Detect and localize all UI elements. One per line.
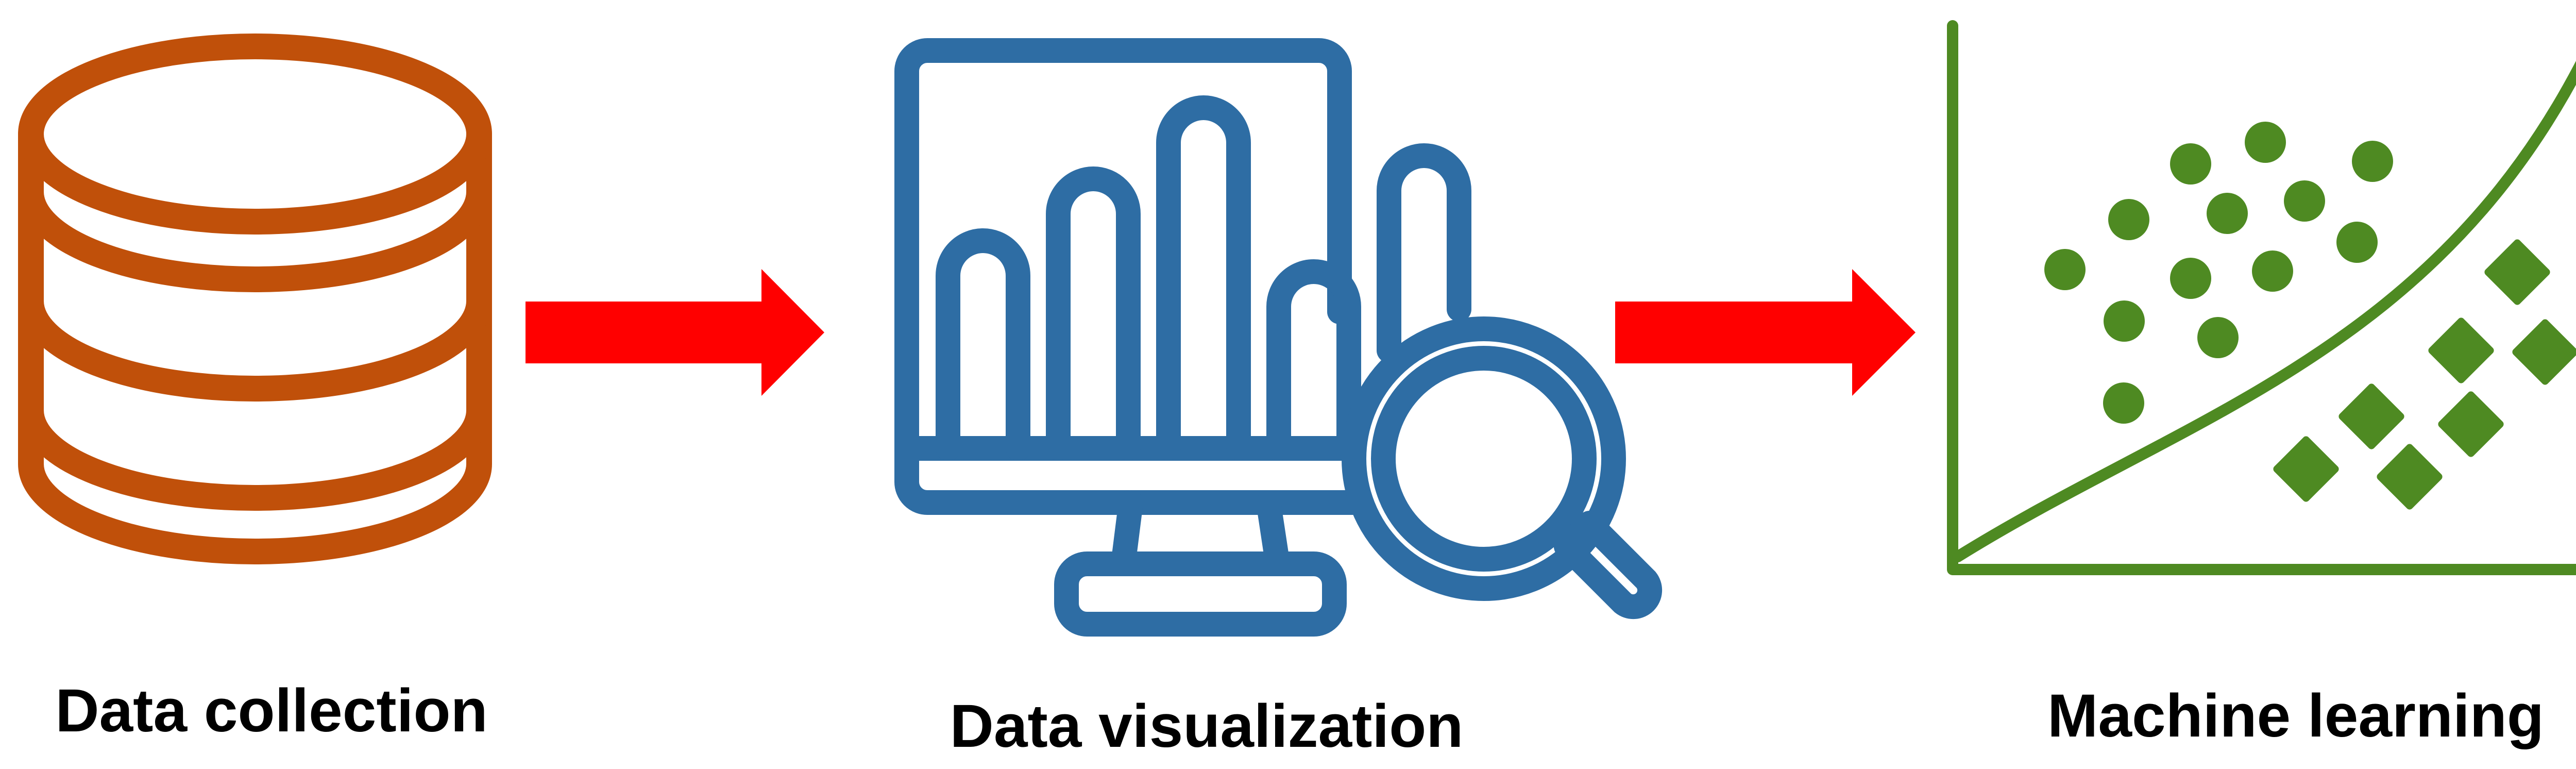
class-a-points — [2044, 122, 2393, 424]
arrow-right-icon — [526, 269, 824, 396]
stage-label-machine-learning: Machine learning — [2047, 682, 2544, 750]
class-b-points — [2273, 239, 2576, 510]
monitor-chart-magnifier-icon — [894, 38, 1663, 637]
stage-label-data-visualization: Data visualization — [950, 692, 1464, 760]
scatter-plot-classification-icon — [1947, 20, 2576, 575]
decision-boundary — [1952, 60, 2576, 562]
axes — [1947, 20, 2576, 575]
database-icon — [18, 34, 492, 564]
arrow-right-icon — [1615, 269, 1916, 396]
stage-label-data-collection: Data collection — [55, 677, 488, 745]
